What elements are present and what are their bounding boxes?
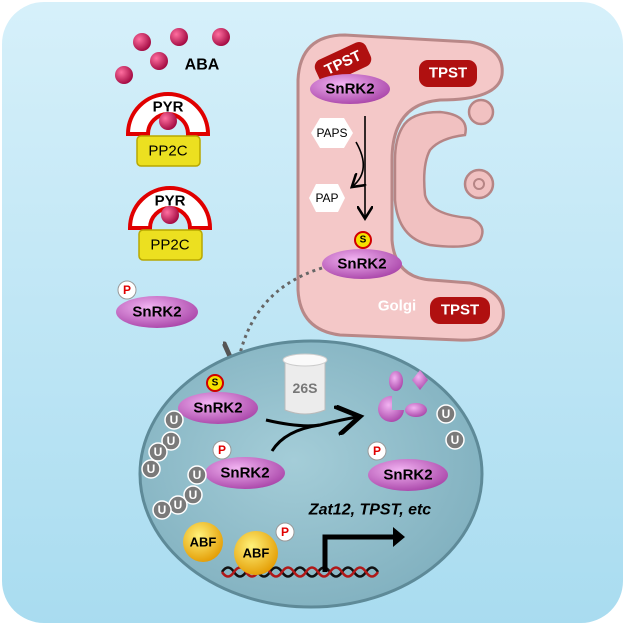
- aba-label: ABA: [185, 57, 220, 74]
- abf-factor-1: ABF: [183, 522, 223, 562]
- svg-text:PAPS: PAPS: [316, 126, 347, 140]
- pp2c-label: PP2C: [148, 143, 187, 160]
- svg-text:SnRK2: SnRK2: [193, 400, 242, 417]
- svg-text:TPST: TPST: [429, 65, 467, 82]
- svg-text:U: U: [442, 407, 451, 421]
- sulfate-badge: S: [360, 235, 367, 246]
- pyr-label: PYR: [155, 193, 186, 210]
- abf-factor-2-phosphorylated: ABF P: [234, 522, 295, 575]
- transcription-start-arrow: [322, 534, 395, 572]
- svg-text:SnRK2: SnRK2: [132, 304, 181, 321]
- svg-text:U: U: [189, 488, 198, 502]
- svg-text:U: U: [167, 434, 176, 448]
- pp2c-label: PP2C: [150, 237, 189, 254]
- snrk2-phosphorylated-active: SnRK2 P: [367, 441, 448, 491]
- golgi-label: Golgi: [378, 298, 416, 315]
- svg-text:U: U: [154, 445, 163, 459]
- svg-text:26S: 26S: [293, 380, 318, 396]
- snrk2-golgi-top: SnRK2: [310, 74, 390, 104]
- svg-text:ABF: ABF: [243, 546, 270, 561]
- transcription-arrowhead: [393, 527, 405, 547]
- svg-text:SnRK2: SnRK2: [220, 465, 269, 482]
- ubiquitin-chain: U U U U U U U U U U: [141, 404, 465, 520]
- phosphate-badge: P: [123, 283, 131, 297]
- svg-text:U: U: [147, 462, 156, 476]
- paps-to-pap-arrow: [353, 141, 363, 186]
- tpst-enzyme-3: TPST: [430, 297, 490, 324]
- pyr-label: PYR: [153, 99, 184, 116]
- pap-molecule: PAP: [309, 184, 345, 212]
- svg-text:U: U: [158, 503, 167, 517]
- svg-text:SnRK2: SnRK2: [325, 81, 374, 98]
- proteasome-26s: 26S: [282, 353, 328, 415]
- target-genes-label: Zat12, TPST, etc: [308, 502, 432, 519]
- aba-molecules: [115, 28, 230, 84]
- degradation-arrow-branch: [270, 423, 321, 452]
- svg-text:ABF: ABF: [190, 535, 217, 550]
- phosphate-badge: P: [281, 525, 289, 539]
- svg-text:TPST: TPST: [441, 302, 479, 319]
- pyr-pp2c-complex-2: PYR PP2C: [127, 186, 213, 261]
- phosphate-badge: P: [218, 443, 226, 457]
- pyr-pp2c-complex-1: PYR PP2C: [125, 92, 211, 167]
- degraded-fragments: [378, 370, 428, 422]
- translocation-dotted-arrow: [237, 266, 323, 368]
- paps-molecule: PAPS: [311, 118, 353, 148]
- phosphate-badge: P: [373, 444, 381, 458]
- svg-text:SnRK2: SnRK2: [337, 256, 386, 273]
- svg-text:U: U: [451, 433, 460, 447]
- svg-text:SnRK2: SnRK2: [383, 467, 432, 484]
- snrk2-phosphorylated-ubiquitinated: SnRK2 P: [205, 440, 285, 489]
- svg-text:U: U: [170, 413, 179, 427]
- svg-text:U: U: [193, 468, 202, 482]
- svg-text:PAP: PAP: [315, 191, 338, 205]
- snrk2-sulfated-golgi: SnRK2 S: [322, 231, 402, 279]
- snrk2-phosphorylated-cytosol: SnRK2 P: [116, 280, 198, 328]
- snrk2-sulfated-nucleus: SnRK2 S: [178, 374, 258, 424]
- tpst-enzyme-2: TPST: [419, 60, 477, 87]
- svg-text:U: U: [174, 498, 183, 512]
- sulfate-badge: S: [212, 378, 219, 389]
